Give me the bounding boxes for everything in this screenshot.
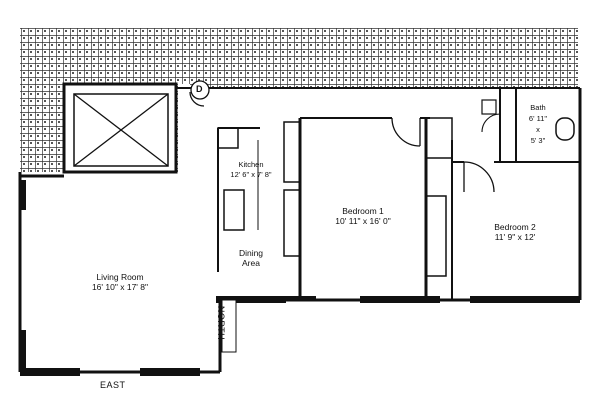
bath-dims: 6' 11"	[528, 114, 548, 123]
bedroom1-dims: 10' 11" x 16' 0"	[335, 216, 391, 226]
bedroom2-dims: 11' 9" x 12'	[494, 232, 536, 242]
dining-sub: Area	[242, 258, 260, 268]
north-marker	[221, 299, 237, 353]
dining-label: Dining Area	[226, 248, 276, 268]
bedroom2-name: Bedroom 2	[494, 222, 536, 232]
shaft-box	[62, 82, 178, 174]
bedroom1-name: Bedroom 1	[342, 206, 384, 216]
bedroom2-label: Bedroom 2 11' 9" x 12'	[470, 222, 560, 242]
bath-name: Bath	[530, 103, 546, 112]
bath-x: x	[536, 125, 540, 134]
kitchen-dims: 12' 6" x 7' 8"	[230, 170, 272, 179]
bath-walls	[481, 88, 575, 162]
living-room-label: Living Room 16' 10" x 17' 8"	[72, 272, 168, 292]
door-badge-circle	[190, 80, 210, 100]
door-badge: D	[196, 84, 203, 94]
bath-dims2: 5' 3"	[530, 136, 546, 145]
dining-name: Dining	[238, 248, 264, 258]
bedroom2-walls	[451, 140, 580, 300]
living-room-dims: 16' 10" x 17' 8"	[91, 282, 149, 292]
compass-north: NORTH	[216, 305, 227, 341]
bath-label: Bath 6' 11" x 5' 3"	[518, 102, 558, 146]
kitchen-name: Kitchen	[238, 160, 264, 169]
living-room-name: Living Room	[96, 272, 144, 282]
kitchen-walls	[217, 127, 260, 272]
kitchen-label: Kitchen 12' 6" x 7' 8"	[222, 160, 280, 180]
bedroom1-label: Bedroom 1 10' 11" x 16' 0"	[308, 206, 418, 226]
compass-east: EAST	[100, 380, 126, 390]
closets	[283, 117, 453, 277]
entry-door	[189, 91, 205, 107]
